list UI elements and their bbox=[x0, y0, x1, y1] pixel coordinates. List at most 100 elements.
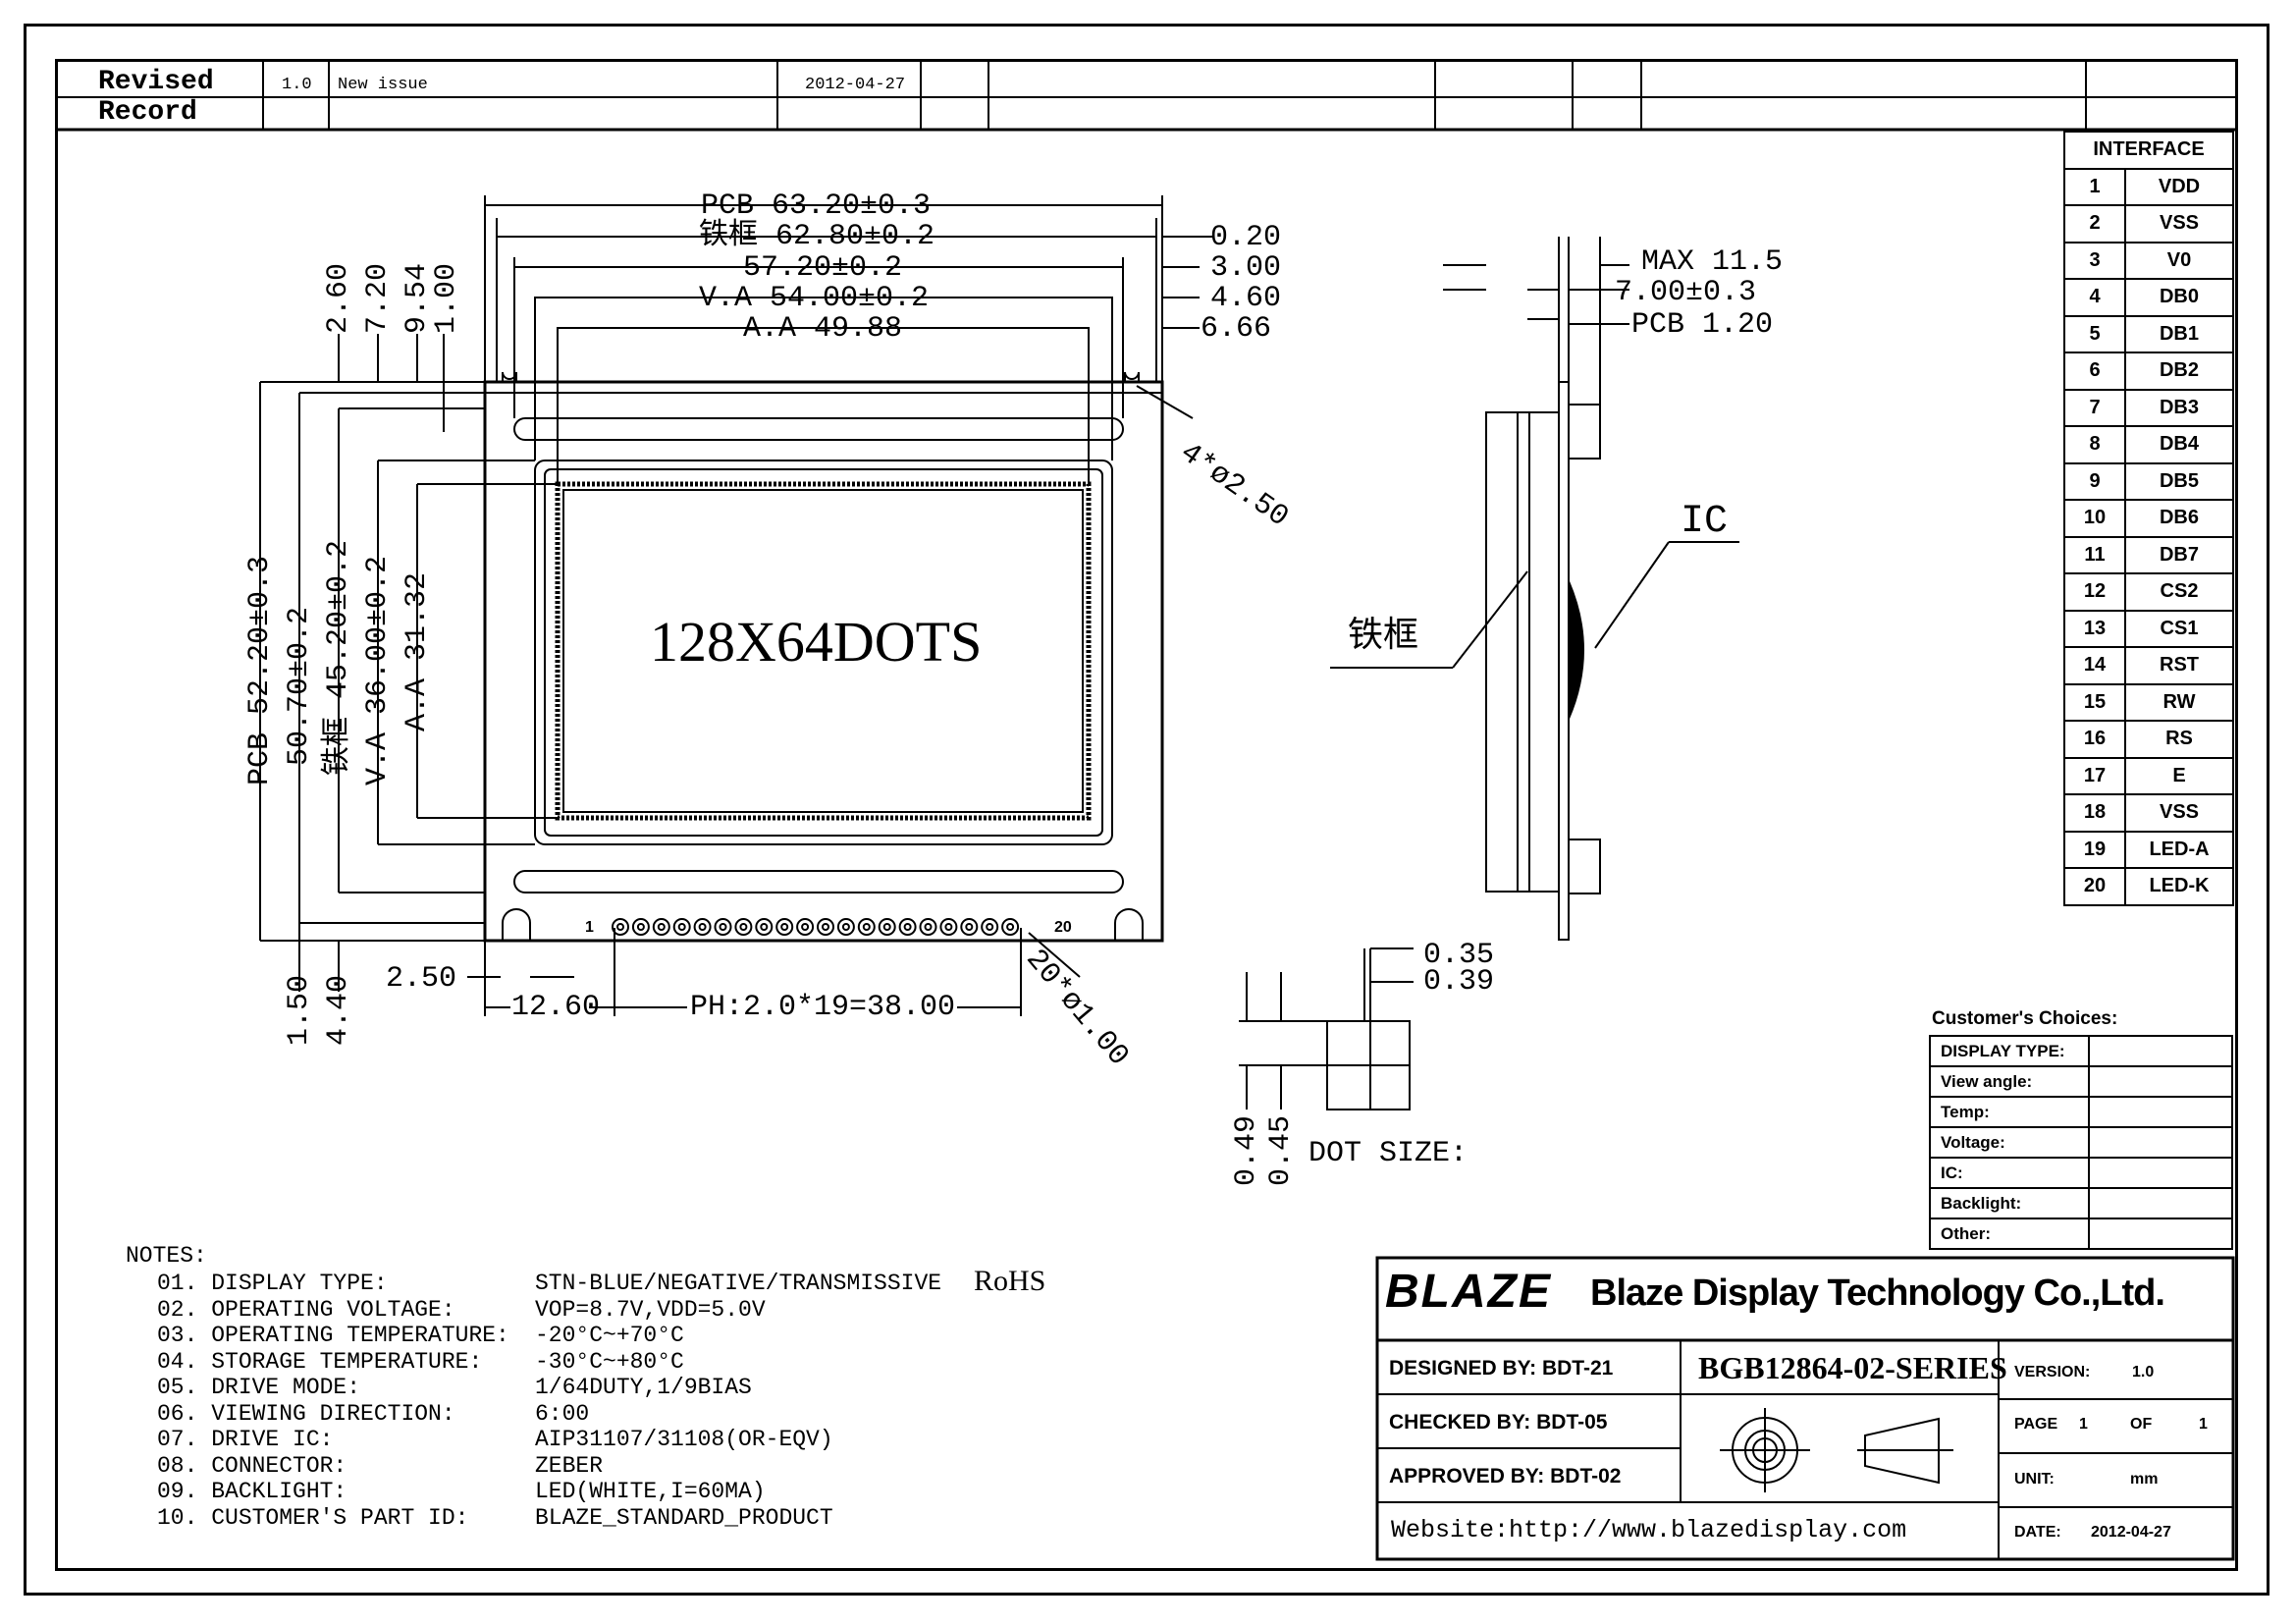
pin-name: DB2 bbox=[2124, 352, 2234, 391]
pin-name: DB0 bbox=[2124, 278, 2234, 317]
pin-name: DB4 bbox=[2124, 425, 2234, 464]
dim-bottom-12-60: 12.60 bbox=[511, 991, 601, 1024]
note-value: STN-BLUE/NEGATIVE/TRANSMISSIVE bbox=[535, 1271, 942, 1296]
pin-number: 11 bbox=[2063, 535, 2126, 574]
connector-pin-hole bbox=[780, 923, 789, 931]
note-label: 08. CONNECTOR: bbox=[157, 1452, 347, 1479]
connector-pin bbox=[612, 918, 629, 936]
pin-name: LED-A bbox=[2124, 830, 2234, 869]
pin-number: 10 bbox=[2063, 499, 2126, 538]
pin-last-label: 20 bbox=[1054, 919, 1072, 936]
connector-pin-hole bbox=[965, 923, 974, 931]
designed-by: DESIGNED BY: BDT-21 bbox=[1389, 1357, 1614, 1380]
customer-choice-value[interactable] bbox=[2088, 1035, 2233, 1067]
customer-choice-value[interactable] bbox=[2088, 1157, 2233, 1189]
connector-pin bbox=[898, 918, 917, 936]
customer-choice-label: Other: bbox=[1929, 1218, 2090, 1250]
dim-right-3-00: 3.00 bbox=[1210, 251, 1282, 285]
dim-max-thickness: MAX 11.5 bbox=[1641, 245, 1784, 279]
connector-pin bbox=[714, 918, 732, 936]
dim-top-9-54: 9.54 bbox=[400, 262, 434, 334]
frame-label: 铁框 bbox=[1348, 614, 1419, 654]
customer-choice-label: Backlight: bbox=[1929, 1187, 2090, 1219]
pin-number: 8 bbox=[2063, 425, 2126, 464]
dim-bottom-4-40: 4.40 bbox=[322, 974, 355, 1046]
rohs-mark: RoHS bbox=[974, 1265, 1046, 1297]
note-value: AIP31107/31108(OR-EQV) bbox=[535, 1427, 833, 1452]
revision-version: 1.0 bbox=[282, 76, 312, 94]
connector-pin bbox=[939, 918, 958, 936]
customer-choice-row: DISPLAY TYPE: bbox=[1929, 1035, 2233, 1067]
pin-name: VSS bbox=[2124, 204, 2234, 244]
dim-module-thickness: 7.00±0.3 bbox=[1615, 276, 1757, 309]
connector-pin bbox=[734, 918, 753, 936]
connector-pin bbox=[878, 918, 896, 936]
customer-choice-label: DISPLAY TYPE: bbox=[1929, 1035, 2090, 1067]
connector-pin-hole bbox=[903, 923, 912, 931]
customer-choice-row: View angle: bbox=[1929, 1065, 2233, 1098]
dim-top-1-00: 1.00 bbox=[430, 262, 463, 334]
part-number: BGB12864-02-SERIES bbox=[1698, 1350, 2007, 1385]
pin-name: V0 bbox=[2124, 241, 2234, 280]
dim-dot-0-39: 0.39 bbox=[1423, 965, 1495, 999]
pin-number: 4 bbox=[2063, 278, 2126, 317]
date-value: 2012-04-27 bbox=[2091, 1524, 2171, 1541]
customer-choice-value[interactable] bbox=[2088, 1096, 2233, 1128]
customer-choice-row: Backlight: bbox=[1929, 1187, 2233, 1219]
pin-name: VSS bbox=[2124, 793, 2234, 833]
dim-frame-outer-height: 50.70±0.2 bbox=[283, 606, 316, 766]
pin-name: DB6 bbox=[2124, 499, 2234, 538]
connector-pin bbox=[775, 918, 794, 936]
company-name: Blaze Display Technology Co.,Ltd. bbox=[1590, 1272, 2165, 1314]
customer-choice-label: Voltage: bbox=[1929, 1126, 2090, 1159]
pin-number: 16 bbox=[2063, 720, 2126, 759]
of-label: OF bbox=[2130, 1416, 2153, 1433]
unit-label: UNIT: bbox=[2014, 1471, 2055, 1488]
website: Website:http://www.blazedisplay.com bbox=[1391, 1516, 1907, 1544]
pin-first-label: 1 bbox=[585, 919, 594, 936]
customer-choice-value[interactable] bbox=[2088, 1126, 2233, 1159]
connector-pin bbox=[919, 918, 937, 936]
connector-pin bbox=[960, 918, 979, 936]
dim-frame-width: 铁框 62.80±0.2 bbox=[699, 220, 935, 253]
connector-pin bbox=[817, 918, 834, 936]
revision-date: 2012-04-27 bbox=[805, 76, 906, 94]
revision-label-line1: Revised bbox=[98, 67, 214, 97]
dim-pin-pitch: PH:2.0*19=38.00 bbox=[690, 991, 956, 1024]
pin-number: 12 bbox=[2063, 572, 2126, 612]
connector-pin bbox=[652, 918, 670, 936]
connector-pin bbox=[1001, 918, 1020, 936]
customer-choice-value[interactable] bbox=[2088, 1218, 2233, 1250]
pin-name: DB5 bbox=[2124, 461, 2234, 501]
note-label: 07. DRIVE IC: bbox=[157, 1427, 334, 1452]
pin-name: RS bbox=[2124, 720, 2234, 759]
pin-name: CS2 bbox=[2124, 572, 2234, 612]
customer-choice-row: Other: bbox=[1929, 1218, 2233, 1250]
note-label: 05. DRIVE MODE: bbox=[157, 1375, 361, 1400]
note-value: BLAZE_STANDARD_PRODUCT bbox=[535, 1504, 833, 1531]
connector-pin-hole bbox=[636, 923, 645, 931]
connector-pin-hole bbox=[698, 923, 707, 931]
pin-number: 7 bbox=[2063, 388, 2126, 427]
dots-label: 128X64DOTS bbox=[650, 610, 983, 674]
connector-pin-hole bbox=[862, 923, 871, 931]
note-value: -30°C~+80°C bbox=[535, 1348, 684, 1375]
note-label: 02. OPERATING VOLTAGE: bbox=[157, 1296, 455, 1323]
pin-name: RW bbox=[2124, 682, 2234, 722]
dim-pcb-height: PCB 52.20±0.3 bbox=[243, 555, 277, 785]
revision-description: New issue bbox=[338, 76, 428, 94]
note-label: 09. BACKLIGHT: bbox=[157, 1479, 347, 1504]
connector-pin-hole bbox=[760, 923, 769, 931]
dot-size-label: DOT SIZE: bbox=[1308, 1137, 1468, 1170]
dim-right-4-60: 4.60 bbox=[1210, 282, 1282, 315]
customer-choice-value[interactable] bbox=[2088, 1187, 2233, 1219]
customer-choice-value[interactable] bbox=[2088, 1065, 2233, 1098]
